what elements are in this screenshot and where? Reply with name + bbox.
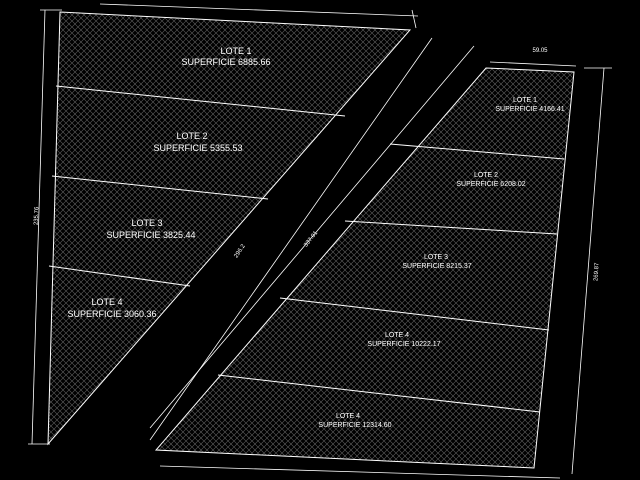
right-lot-divider-2: [344, 220, 558, 235]
left-parcel-area[interactable]: [47, 11, 412, 446]
left-lot-1-area: SUPERFICIE 6885.66: [181, 57, 270, 67]
left-lot-4-area: SUPERFICIE 3060.36: [67, 309, 156, 319]
right-lot-2-name: LOTE 2: [474, 172, 498, 179]
right-lot-5-area: SUPERFICIE 12314.60: [318, 422, 391, 429]
left-lot-3-area: SUPERFICIE 3825.44: [106, 230, 195, 240]
right-parcel-area[interactable]: [154, 67, 575, 469]
left-top-extension-tick: [411, 9, 417, 29]
right-top-dimension-line: [489, 61, 577, 67]
left-dimension-label: 235.76: [34, 206, 41, 225]
right-bottom-extension: [159, 465, 561, 479]
right-lot-5-name: LOTE 4: [336, 413, 360, 420]
right-lot-1-area: SUPERFICIE 4166.41: [495, 106, 564, 113]
left-lot-2-area: SUPERFICIE 5355.53: [153, 143, 242, 153]
right-dimension-label: 269.87: [593, 262, 600, 281]
right-diagonal-dimension-label: 337.01: [303, 230, 319, 249]
right-top-dimension-label: 59.05: [532, 48, 548, 54]
left-lot-2-name: LOTE 2: [176, 131, 207, 141]
left-diagonal-dimension-label: 296.2: [233, 243, 247, 259]
left-top-extension: [99, 3, 419, 17]
right-lot-1-name: LOTE 1: [513, 97, 537, 104]
right-lot-3-area: SUPERFICIE 8215.37: [402, 263, 471, 270]
left-lot-divider-1: [55, 85, 346, 117]
right-lot-divider-1: [389, 143, 565, 160]
left-lot-1-name: LOTE 1: [220, 46, 251, 56]
left-lot-divider-3: [48, 265, 191, 287]
right-block: LOTE 1 SUPERFICIE 4166.41 LOTE 2 SUPERFI…: [149, 45, 612, 479]
right-lot-4-name: LOTE 4: [385, 332, 409, 339]
left-lot-3-name: LOTE 3: [131, 218, 162, 228]
right-lot-4-area: SUPERFICIE 10222.17: [367, 341, 440, 348]
right-lot-divider-3: [279, 297, 550, 331]
right-diagonal-dimension-line: [149, 45, 475, 429]
left-lot-4-name: LOTE 4: [91, 297, 122, 307]
right-lot-divider-4: [217, 374, 541, 413]
right-dimension-line: [571, 67, 605, 475]
left-dimension-line: [31, 9, 46, 445]
left-lot-divider-2: [51, 175, 269, 200]
right-lot-3-name: LOTE 3: [424, 254, 448, 261]
right-lot-2-area: SUPERFICIE 6208.02: [456, 181, 525, 188]
